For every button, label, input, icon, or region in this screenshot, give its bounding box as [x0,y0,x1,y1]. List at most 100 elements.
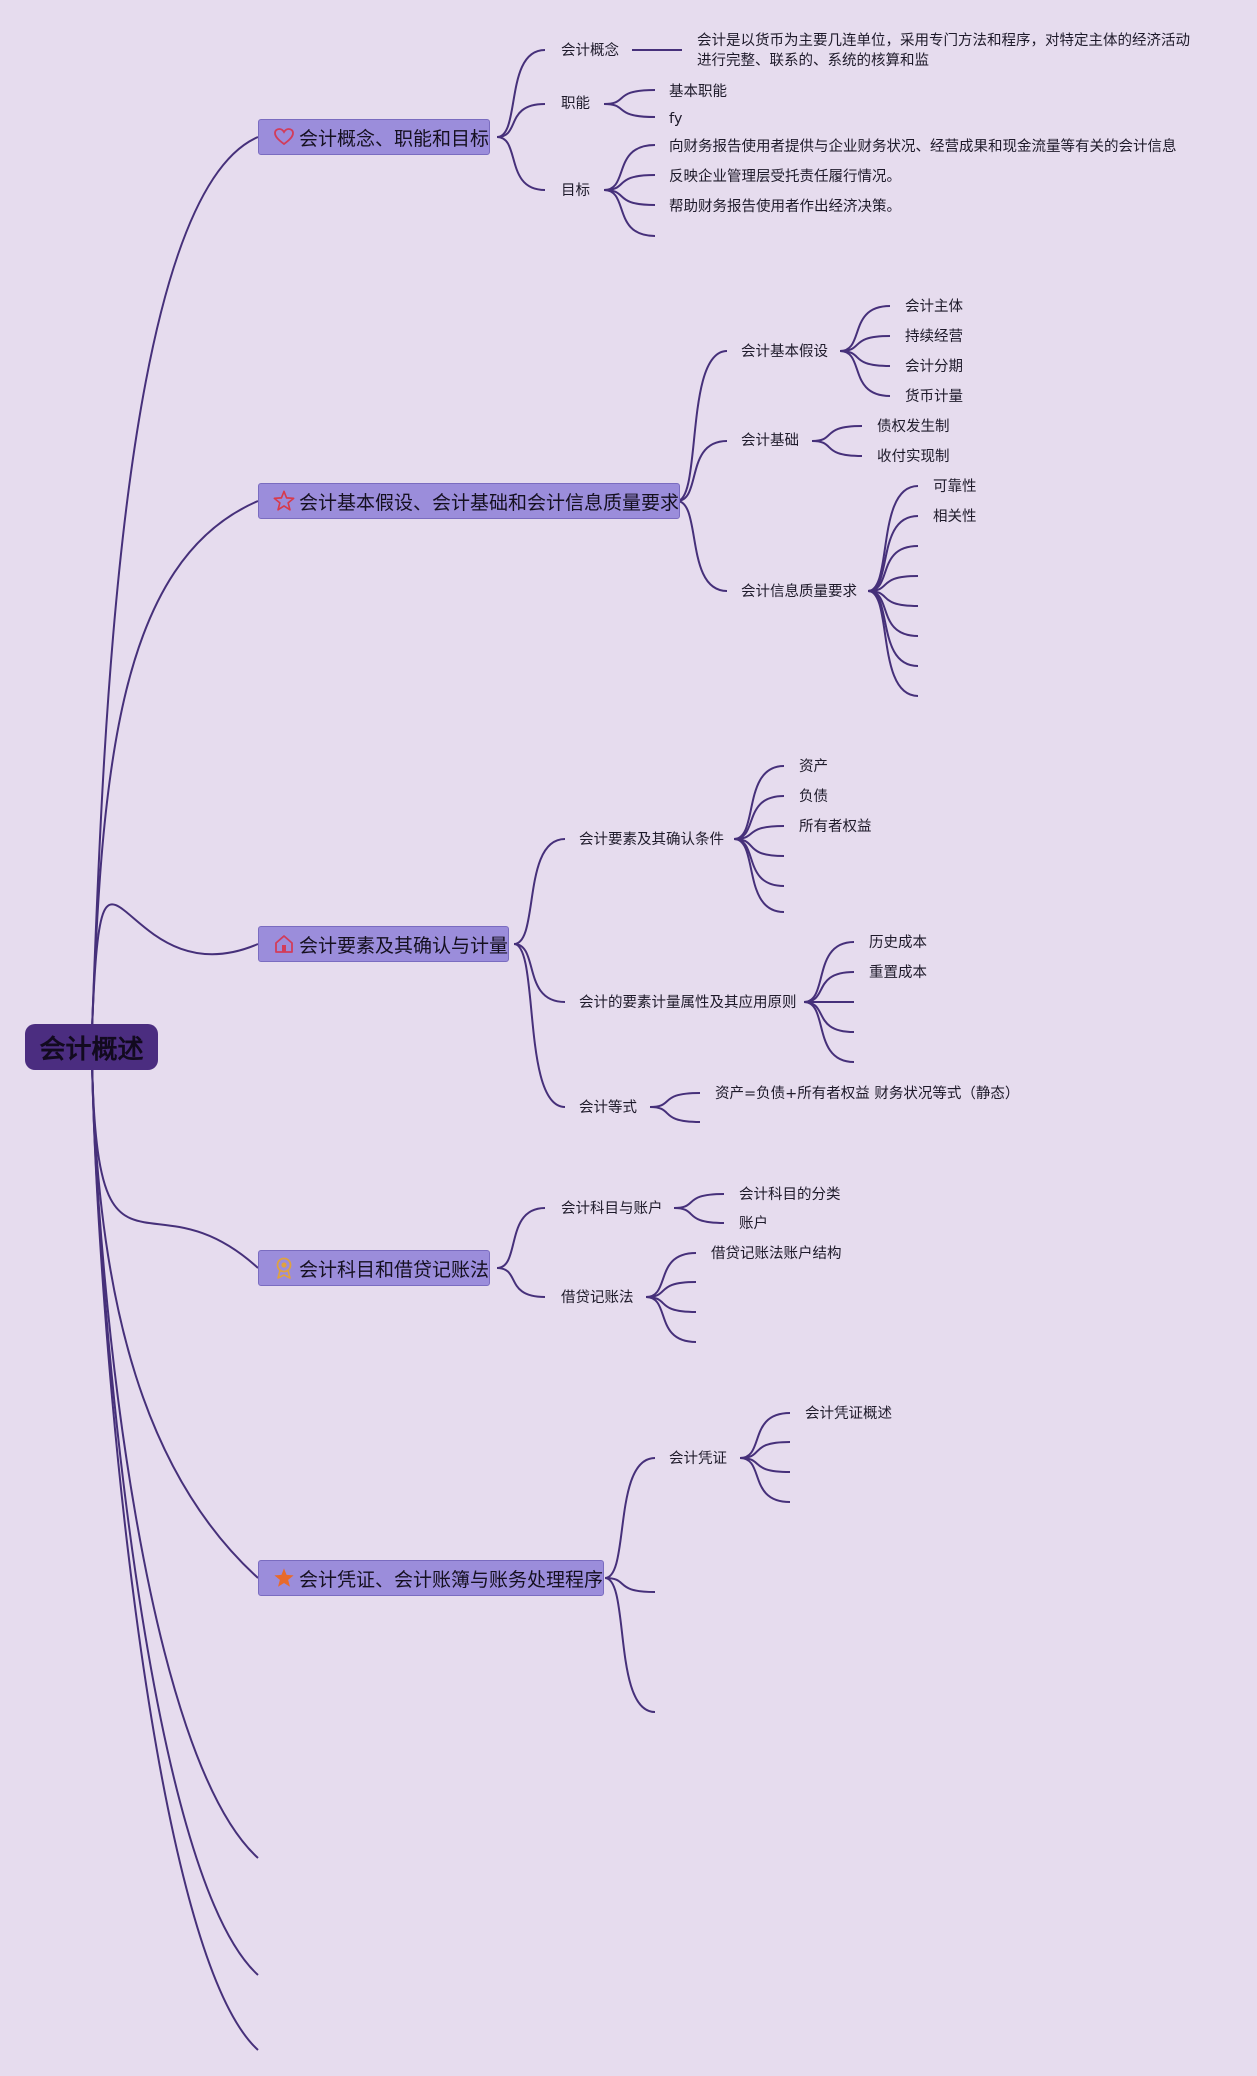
medal-icon [273,1257,295,1279]
root-connector [91,903,259,1031]
connector-line [803,941,855,1003]
topic-accounts-debit-credit[interactable]: 会计科目和借贷记账法 [258,1250,491,1286]
connector-line [676,500,728,592]
house-icon [273,933,295,955]
leaf-cash-basis[interactable]: 收付实现制 [877,449,950,465]
connector-line [496,1267,546,1298]
leaf-owners-equity[interactable]: 所有者权益 [799,819,872,835]
star-outline-icon [273,490,295,512]
leaf-going-concern[interactable]: 持续经营 [905,329,963,345]
leaf-assets[interactable]: 资产 [799,759,828,775]
connector-line [733,795,785,840]
leaf-voucher-overview[interactable]: 会计凭证概述 [805,1406,892,1422]
connector-line [739,1412,791,1459]
leaf-goal-2[interactable]: 反映企业管理层受托责任履行情况。 [669,169,901,185]
connector-line [604,1577,656,1593]
root-connector [91,1059,259,2051]
connector-line [803,1001,855,1033]
connector-line [496,49,546,138]
connector-line [513,838,566,945]
concept-definition[interactable]: 会计是以货币为主要几连单位，采用专门方法和程序，对特定主体的经济活动进行完整、联… [697,33,1190,69]
connector-line [496,103,546,138]
topic-label: 会计基本假设、会计基础和会计信息质量要求 [299,491,680,514]
connector-line [603,89,656,105]
root-connector [91,500,259,1031]
connector-line [603,189,656,237]
connector-line [803,971,855,1003]
connector-line [673,1207,725,1224]
leaf-monetary-measurement[interactable]: 货币计量 [905,389,963,405]
connector-line [645,1252,697,1298]
topic-assumptions-basis-quality[interactable]: 会计基本假设、会计基础和会计信息质量要求 [258,483,681,519]
leaf-replacement-cost[interactable]: 重置成本 [869,965,927,981]
subtopic-accounting-voucher[interactable]: 会计凭证 [669,1451,727,1467]
connector-line [649,1092,701,1108]
heart-icon [273,126,295,148]
connector-line [604,1457,656,1579]
leaf-accrual-basis[interactable]: 债权发生制 [877,419,950,435]
leaf-basic-function[interactable]: 基本职能 [669,84,727,100]
leaf-account-classification[interactable]: 会计科目的分类 [739,1187,841,1203]
root-connector [91,1059,259,1579]
topic-elements-recognition[interactable]: 会计要素及其确认与计量 [258,926,510,962]
leaf-account[interactable]: 账户 [739,1216,768,1232]
connector-line [513,943,566,1003]
connector-line [676,440,728,502]
subtopic-basic-assumptions[interactable]: 会计基本假设 [741,344,828,360]
topic-label: 会计要素及其确认与计量 [299,934,509,957]
leaf-fy[interactable]: fy [669,111,683,127]
subtopic-accounting-basis[interactable]: 会计基础 [741,433,799,449]
leaf-equation-static[interactable]: 资产=负债+所有者权益 财务状况等式（静态） [715,1086,1020,1102]
root-connector [91,1059,259,1269]
subtopic-accounts-and-ledgers[interactable]: 会计科目与账户 [561,1201,663,1217]
subtopic-accounting-equation[interactable]: 会计等式 [579,1100,637,1116]
connector-line [604,1577,656,1713]
leaf-relevance[interactable]: 相关性 [933,509,977,525]
connector-line [513,943,566,1108]
connector-line [867,545,919,592]
connector-line [867,485,919,592]
topic-label: 会计概念、职能和目标 [299,127,490,150]
connector-line [811,425,863,442]
subtopic-quality-requirements[interactable]: 会计信息质量要求 [741,584,857,600]
leaf-historical-cost[interactable]: 历史成本 [869,935,927,951]
connector-line [839,305,891,352]
root-node[interactable]: 会计概述 [25,1024,158,1070]
connector-line [603,103,656,118]
connector-line [811,440,863,457]
subtopic-goal[interactable]: 目标 [561,183,590,199]
connector-line [676,350,728,502]
star-filled-icon [273,1567,295,1589]
connector-line [739,1457,791,1503]
connector-line [867,590,919,637]
connector-line [839,350,891,397]
connector-line [673,1193,725,1209]
subtopic-accounting-concept[interactable]: 会计概念 [561,43,619,59]
connector-line [496,136,546,191]
connector-line [603,144,656,191]
connector-line [733,838,785,913]
leaf-goal-3[interactable]: 帮助财务报告使用者作出经济决策。 [669,199,901,215]
leaf-liabilities[interactable]: 负债 [799,789,828,805]
leaf-accounting-entity[interactable]: 会计主体 [905,299,963,315]
connector-line [649,1106,701,1123]
connector-line [867,590,919,697]
leaf-accounting-period[interactable]: 会计分期 [905,359,963,375]
topic-concept-function-goal[interactable]: 会计概念、职能和目标 [258,119,491,155]
leaf-goal-1[interactable]: 向财务报告使用者提供与企业财务状况、经营成果和现金流量等有关的会计信息 [669,139,1177,155]
leaf-reliability[interactable]: 可靠性 [933,479,977,495]
topic-vouchers-books-procedures[interactable]: 会计凭证、会计账簿与账务处理程序 [258,1560,605,1596]
subtopic-debit-credit-method[interactable]: 借贷记账法 [561,1290,634,1306]
subtopic-measurement-attributes[interactable]: 会计的要素计量属性及其应用原则 [579,995,797,1011]
subtopic-function[interactable]: 职能 [561,96,590,112]
connector-line [803,1001,855,1063]
connector-line [867,515,919,592]
connector-line [496,1207,546,1269]
subtopic-elements-conditions[interactable]: 会计要素及其确认条件 [579,832,724,848]
topic-label: 会计科目和借贷记账法 [299,1258,490,1281]
connector-line [645,1296,697,1343]
root-connector [91,136,259,1031]
leaf-debit-credit-account-structure[interactable]: 借贷记账法账户结构 [711,1246,842,1262]
